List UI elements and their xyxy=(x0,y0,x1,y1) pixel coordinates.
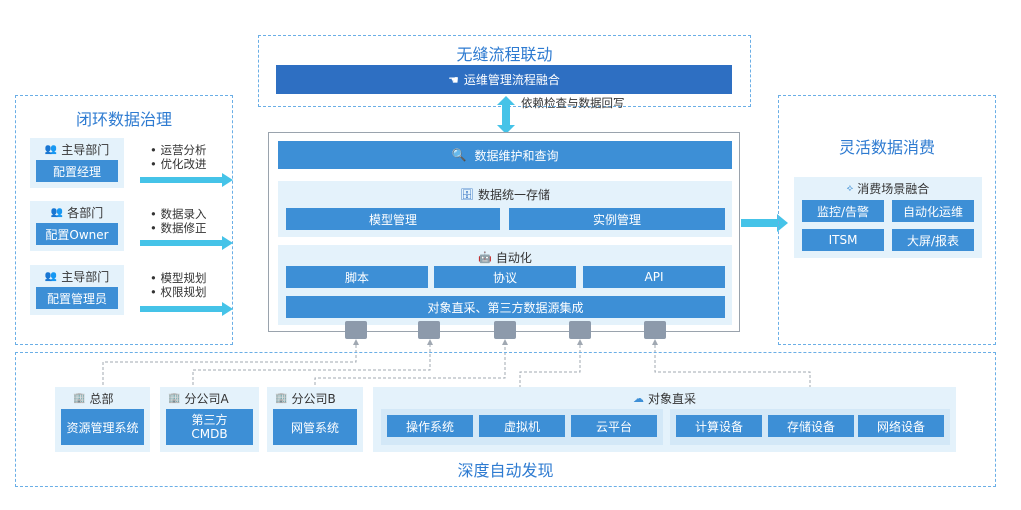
search-icon: 🔍 xyxy=(451,148,467,162)
left-group-2-head: 👥 各部门 xyxy=(50,206,104,220)
source-branch-b-head: 🏢 分公司B xyxy=(275,392,336,406)
automation-item-script: 脚本 xyxy=(286,266,428,288)
source-branch-a: 🏢 分公司A 第三方 CMDB xyxy=(160,387,259,452)
source-hq-head: 🏢 总部 xyxy=(73,392,114,406)
top-title: 无缝流程联动 xyxy=(456,45,553,64)
left-group-3-head: 👥 主导部门 xyxy=(44,270,110,284)
people-icon: 👥 xyxy=(44,144,58,155)
collect-item-cloud: 云平台 xyxy=(571,415,657,437)
note: • 运营分析 xyxy=(150,143,207,157)
storage-item-model: 模型管理 xyxy=(286,208,500,230)
building-icon: 🏢 xyxy=(168,393,181,404)
left-group-2: 👥 各部门 配置Owner xyxy=(30,201,124,251)
left-group-1-head: 👥 主导部门 xyxy=(44,143,110,157)
consumption-item-itsm: ITSM xyxy=(802,229,884,251)
source-branch-a-head: 🏢 分公司A xyxy=(168,392,229,406)
collect-panel: ☁ 对象直采 操作系统 虚拟机 云平台 计算设备 存储设备 网络设备 xyxy=(373,387,956,452)
storage-panel: 🗄 数据统一存储 模型管理 实例管理 xyxy=(278,181,732,237)
left-title: 闭环数据治理 xyxy=(75,110,172,129)
robot-icon: 🤖 xyxy=(478,251,492,264)
connector-1 xyxy=(345,321,367,339)
left-group-1-notes: • 运营分析 • 优化改进 xyxy=(150,143,206,171)
consumption-title: ⟡ 消费场景融合 xyxy=(846,182,930,196)
collect-item-os: 操作系统 xyxy=(387,415,473,437)
note: • 优化改进 xyxy=(150,157,207,171)
collect-item-storage: 存储设备 xyxy=(768,415,854,437)
automation-item-protocol: 协议 xyxy=(434,266,576,288)
right-section: 灵活数据消费 xyxy=(778,95,996,345)
automation-title: 🤖 自动化 xyxy=(478,251,532,265)
automation-panel: 🤖 自动化 脚本 协议 API 对象直采、第三方数据源集成 xyxy=(278,245,732,325)
link-label: 依赖检查与数据回写 xyxy=(521,96,625,110)
storage-item-instance: 实例管理 xyxy=(509,208,725,230)
source-hq: 🏢 总部 资源管理系统 xyxy=(55,387,150,452)
connector-4 xyxy=(569,321,591,339)
note: • 数据录入 xyxy=(150,207,207,221)
connector-2 xyxy=(418,321,440,339)
collect-item-compute: 计算设备 xyxy=(676,415,762,437)
source-hq-system: 资源管理系统 xyxy=(61,409,144,445)
left-group-2-role: 配置Owner xyxy=(36,223,118,245)
connector-5 xyxy=(644,321,666,339)
collect-item-vm: 虚拟机 xyxy=(479,415,565,437)
hand-icon: ☚ xyxy=(448,72,459,87)
building-icon: 🏢 xyxy=(73,393,86,404)
left-group-3: 👥 主导部门 配置管理员 xyxy=(30,265,124,315)
query-bar: 🔍 数据维护和查询 xyxy=(278,141,732,169)
automation-item-api: API xyxy=(583,266,725,288)
left-group-1-role: 配置经理 xyxy=(36,160,118,182)
share-icon: ⟡ xyxy=(846,183,854,194)
consumption-item-monitor: 监控/告警 xyxy=(802,200,884,222)
bottom-title: 深度自动发现 xyxy=(457,461,554,480)
right-arrow xyxy=(741,214,788,232)
left-arrow-2 xyxy=(140,236,233,250)
left-group-2-notes: • 数据录入 • 数据修正 xyxy=(150,207,206,235)
cloud-icon: ☁ xyxy=(632,392,644,405)
people-icon: 👥 xyxy=(50,207,64,218)
workflow-bar-label: 运维管理流程融合 xyxy=(463,73,560,87)
vertical-double-arrow xyxy=(497,96,515,134)
left-section: 闭环数据治理 xyxy=(15,95,233,345)
database-icon: 🗄 xyxy=(460,188,474,201)
right-title: 灵活数据消费 xyxy=(838,138,935,157)
collect-item-network: 网络设备 xyxy=(858,415,944,437)
workflow-bar: ☚ 运维管理流程融合 xyxy=(276,65,732,94)
collect-title: ☁ 对象直采 xyxy=(632,392,696,406)
source-branch-b: 🏢 分公司B 网管系统 xyxy=(267,387,363,452)
left-arrow-3 xyxy=(140,302,233,316)
connector-3 xyxy=(494,321,516,339)
left-group-1: 👥 主导部门 配置经理 xyxy=(30,138,124,188)
note: • 数据修正 xyxy=(150,221,207,235)
note: • 模型规划 xyxy=(150,271,207,285)
left-group-3-notes: • 模型规划 • 权限规划 xyxy=(150,271,206,299)
left-arrow-1 xyxy=(140,173,233,187)
integration-bar: 对象直采、第三方数据源集成 xyxy=(286,296,725,318)
source-branch-a-system: 第三方 CMDB xyxy=(166,409,253,445)
consumption-panel: ⟡ 消费场景融合 监控/告警 自动化运维 ITSM 大屏/报表 xyxy=(794,177,982,258)
storage-title: 🗄 数据统一存储 xyxy=(460,188,550,202)
source-branch-b-system: 网管系统 xyxy=(273,409,357,445)
building-icon: 🏢 xyxy=(275,393,288,404)
consumption-item-dashboard: 大屏/报表 xyxy=(892,229,974,251)
note: • 权限规划 xyxy=(150,285,207,299)
consumption-item-auto-ops: 自动化运维 xyxy=(892,200,974,222)
left-group-3-role: 配置管理员 xyxy=(36,287,118,309)
bottom-section: 深度自动发现 xyxy=(15,352,996,487)
people-icon: 👥 xyxy=(44,271,58,282)
